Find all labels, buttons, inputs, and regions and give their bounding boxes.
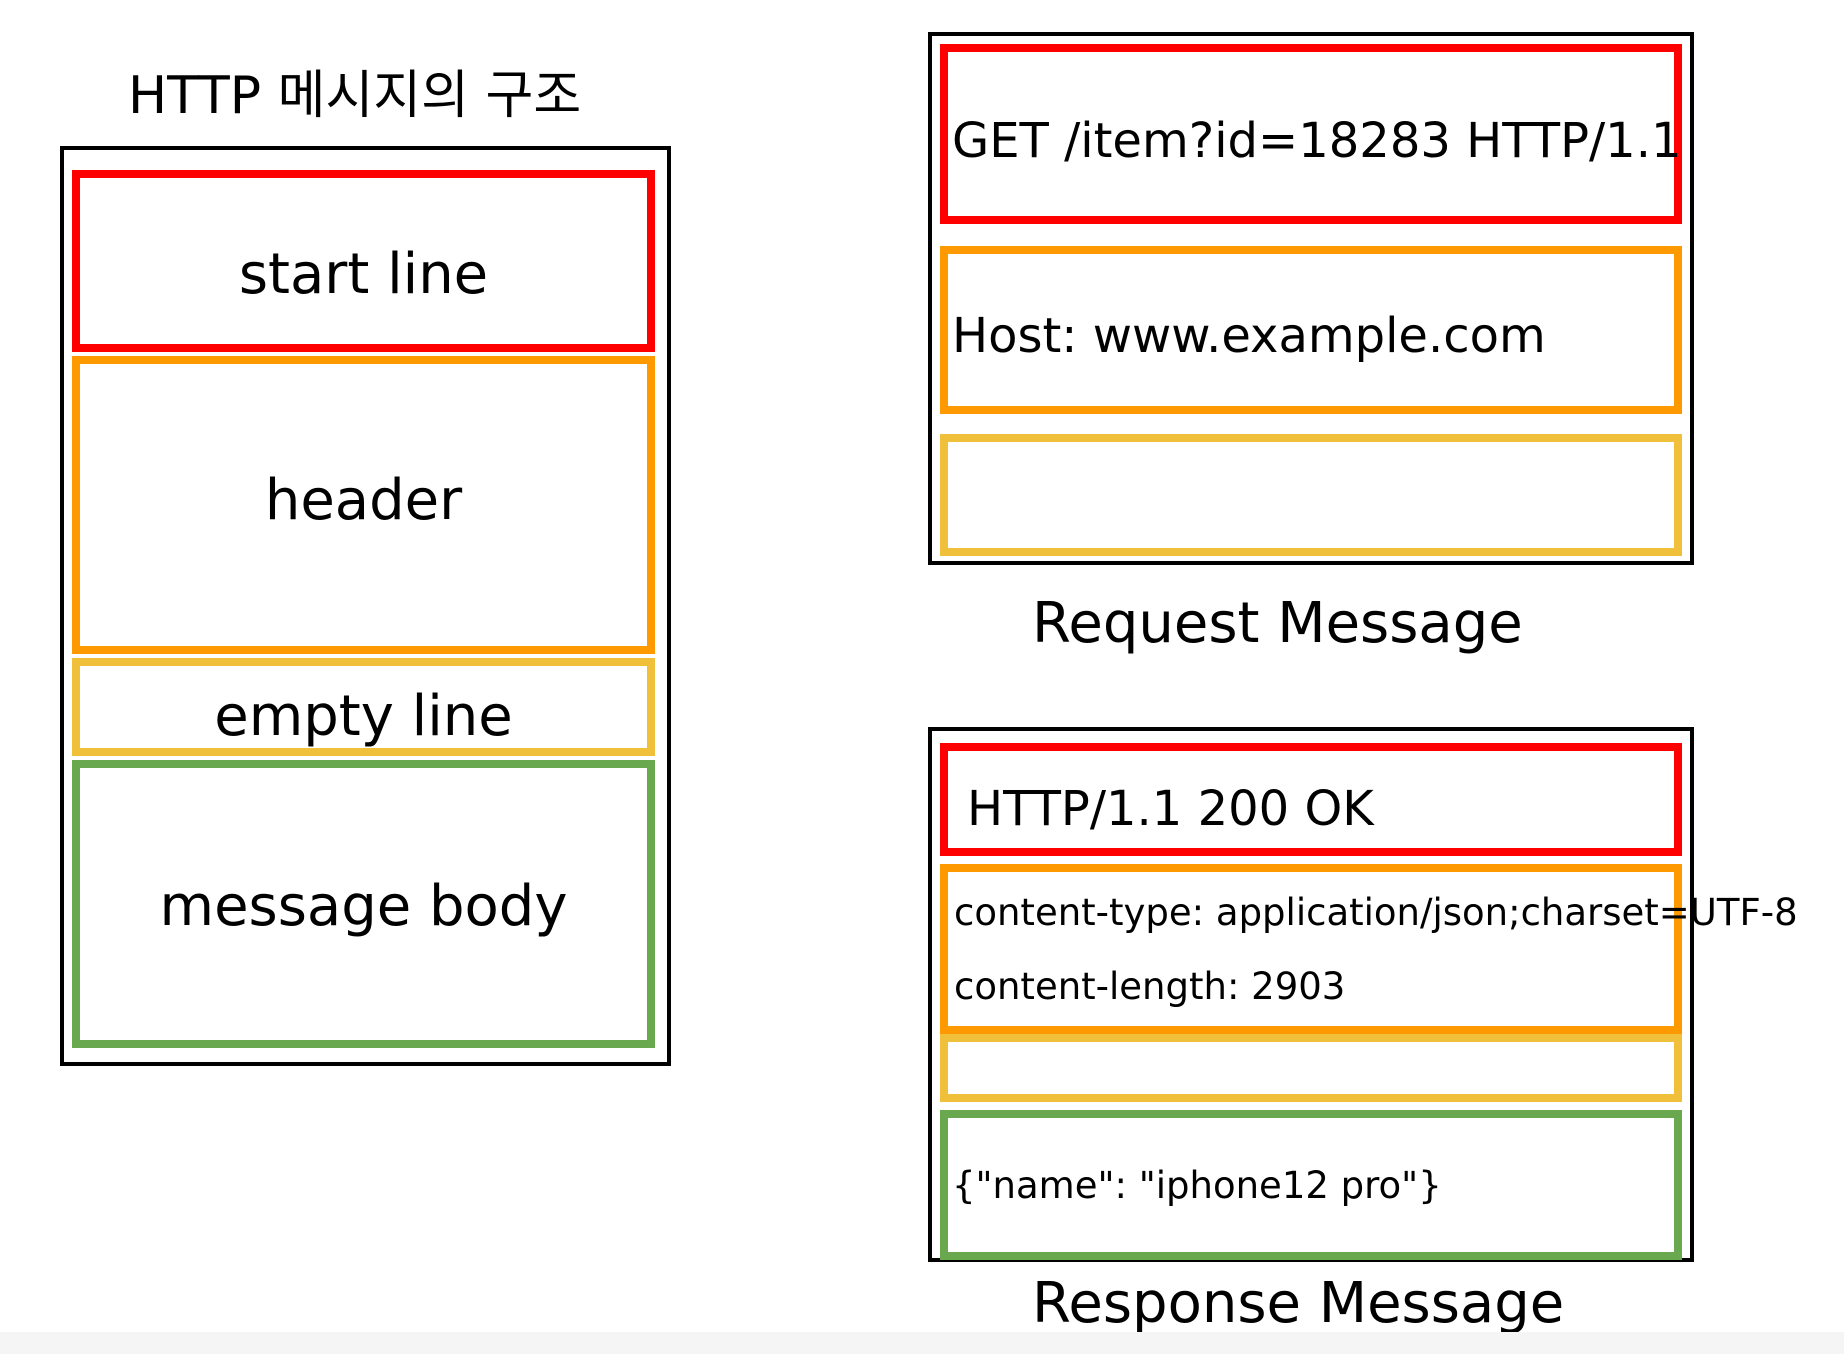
response-start-line-box: HTTP/1.1 200 OK bbox=[940, 743, 1682, 856]
response-header-line-1: content-type: application/json;charset=U… bbox=[954, 891, 1798, 934]
response-message-diagram: HTTP/1.1 200 OK content-type: applicatio… bbox=[928, 727, 1798, 1262]
structure-empty-line-label: empty line bbox=[214, 684, 513, 749]
response-body-box: {"name": "iphone12 pro"} bbox=[940, 1110, 1682, 1260]
request-message-caption: Request Message bbox=[1032, 591, 1523, 656]
request-header-box: Host: www.example.com bbox=[940, 246, 1682, 414]
structure-diagram: start line header empty line message bod… bbox=[60, 146, 671, 1066]
structure-start-line-box: start line bbox=[72, 170, 655, 352]
response-message-caption: Response Message bbox=[1032, 1271, 1565, 1336]
structure-header-label: header bbox=[264, 468, 463, 533]
request-message-diagram: GET /item?id=18283 HTTP/1.1 Host: www.ex… bbox=[928, 32, 1694, 565]
structure-empty-line-box: empty line bbox=[72, 658, 655, 756]
response-empty-line-box bbox=[940, 1034, 1682, 1102]
request-empty-line-box bbox=[940, 434, 1682, 556]
request-header-line-1: Host: www.example.com bbox=[952, 308, 1546, 364]
response-start-line-text: HTTP/1.1 200 OK bbox=[967, 781, 1374, 837]
response-body-text: {"name": "iphone12 pro"} bbox=[952, 1164, 1442, 1207]
structure-start-line-label: start line bbox=[238, 242, 489, 307]
response-header-line-2: content-length: 2903 bbox=[954, 965, 1346, 1008]
structure-header-box: header bbox=[72, 356, 655, 654]
request-start-line-text: GET /item?id=18283 HTTP/1.1 bbox=[952, 113, 1682, 169]
structure-title: HTTP 메시지의 구조 bbox=[128, 66, 582, 126]
structure-message-body-label: message body bbox=[159, 874, 568, 939]
request-start-line-box: GET /item?id=18283 HTTP/1.1 bbox=[940, 44, 1682, 224]
page-bottom-strip bbox=[0, 1332, 1844, 1354]
response-header-box: content-type: application/json;charset=U… bbox=[940, 864, 1798, 1034]
structure-message-body-box: message body bbox=[72, 760, 655, 1048]
